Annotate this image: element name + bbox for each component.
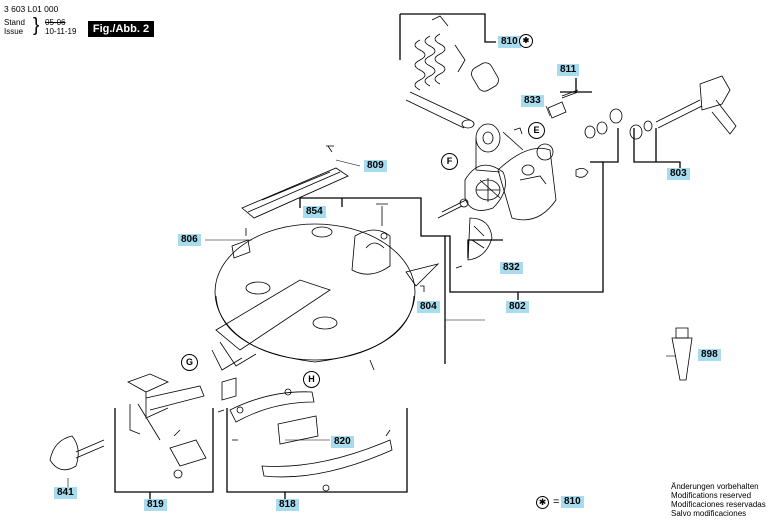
stand-label: Stand	[4, 18, 25, 27]
footer-line-de: Änderungen vorbehalten	[671, 482, 759, 491]
issue-label: Issue	[4, 27, 24, 36]
callout-841: 841	[54, 487, 77, 499]
screw-804	[420, 285, 425, 292]
callout-811: 811	[557, 64, 580, 76]
stand-value: 05-06	[45, 18, 66, 27]
issue-value: 10-11-19	[45, 27, 77, 36]
callout-833: 833	[521, 95, 544, 107]
footer-line-en: Modifications reserved	[671, 491, 752, 500]
footer-line-it: Salvo modificaciones	[671, 509, 747, 518]
legend-810: 810	[561, 496, 584, 508]
callout-854: 854	[303, 206, 326, 218]
figure-badge: Fig./Abb. 2	[88, 21, 154, 37]
clamp-plates	[513, 89, 579, 135]
brace-glyph: }	[33, 15, 40, 36]
bevel-scale-assembly	[229, 388, 393, 492]
callout-810: 810	[498, 36, 521, 48]
document-number: 3 603 L01 000	[4, 4, 59, 14]
spring-assembly	[405, 15, 524, 151]
callout-806: 806	[178, 234, 201, 246]
lock-handle	[655, 75, 737, 135]
marker-f: F	[441, 153, 458, 170]
grease-tube	[671, 327, 693, 381]
marker-g: G	[181, 354, 198, 371]
assembly-bracket-lines	[114, 13, 681, 500]
star-icon: ✱	[519, 34, 533, 48]
clip-part	[231, 228, 251, 259]
callout-820: 820	[331, 436, 354, 448]
footer-line-es: Modificaciones reservadas	[671, 500, 766, 509]
legend-star-icon: ✱	[536, 496, 549, 509]
legend-equals: =	[553, 496, 560, 508]
callout-819: 819	[144, 499, 167, 511]
callout-809: 809	[364, 160, 387, 172]
callout-803: 803	[667, 168, 690, 180]
blade-guard-part	[455, 217, 493, 269]
fence-part	[241, 145, 349, 219]
callout-898: 898	[698, 349, 721, 361]
leader-lines	[67, 105, 676, 490]
marker-h: H	[303, 371, 320, 388]
marker-e: E	[528, 122, 545, 139]
bevel-lock-assembly	[49, 373, 237, 479]
pivot-mechanism	[437, 123, 589, 221]
saw-base-turntable	[211, 203, 440, 371]
washers	[584, 108, 653, 140]
callout-818: 818	[276, 499, 299, 511]
callout-802: 802	[506, 301, 529, 313]
callout-804: 804	[417, 301, 440, 313]
callout-832: 832	[500, 262, 523, 274]
